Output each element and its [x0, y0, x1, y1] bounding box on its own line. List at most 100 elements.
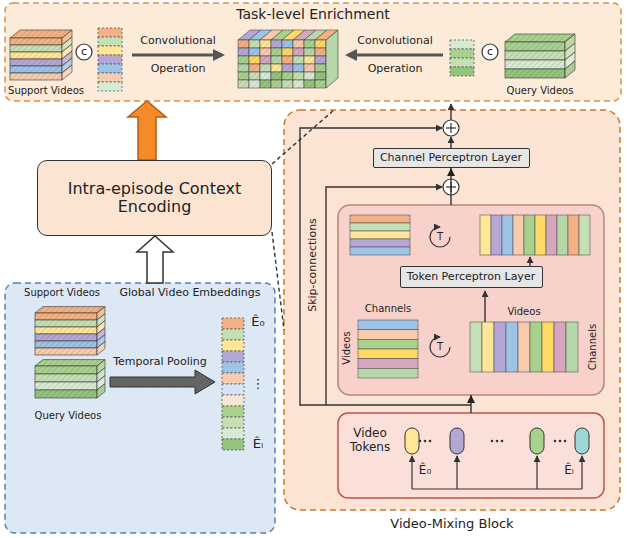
video-stack: [10, 66, 62, 73]
text-holder: Support Videos: [8, 85, 84, 97]
text-holder: Videos: [341, 318, 353, 378]
video-stack: [35, 360, 105, 366]
video-stack: [62, 65, 72, 80]
video-stack: [505, 51, 565, 60]
video-stack: [505, 69, 565, 78]
enriched-cube: [326, 30, 338, 88]
feature-matrix: [566, 322, 578, 372]
feature-matrix: [530, 322, 542, 372]
token-link: [412, 488, 582, 489]
text-holder: Channels: [353, 303, 423, 315]
text-holder: Ê₀: [251, 315, 264, 330]
video-stack: [35, 320, 97, 327]
pooling-arrow: [110, 370, 215, 394]
node-label: Video-Mixing Block: [352, 517, 552, 532]
feature-matrix: [350, 247, 410, 255]
feature-matrix: [491, 215, 502, 255]
text-holder: Query Videos: [35, 410, 102, 422]
text-holder: Operation: [151, 63, 206, 76]
embedding-column: [222, 406, 244, 417]
node-label: Channels: [353, 303, 423, 315]
text-holder: Ê₀: [410, 464, 440, 478]
video-stack: [35, 348, 97, 355]
text-holder: Operation: [368, 63, 423, 76]
feature-matrix: [513, 215, 524, 255]
feature-matrix: [350, 239, 410, 247]
video-stack: [505, 34, 575, 42]
video-stack: [35, 327, 97, 334]
annotation-label: ⋮: [252, 377, 265, 392]
flow-line: [484, 291, 485, 322]
video-stack: [35, 320, 97, 327]
video-stack: [10, 73, 62, 80]
video-stack: [35, 348, 97, 355]
node-label: Global Video Embeddings: [110, 287, 270, 300]
token-link: [411, 456, 412, 489]
ellipsis-dots: [559, 440, 562, 443]
embedding-column: [98, 73, 122, 82]
ellipsis-dots: [424, 440, 427, 443]
node-label: Task-level Enrichment: [183, 6, 443, 22]
feature-matrix: [568, 215, 579, 255]
feature-matrix: [350, 231, 410, 239]
text-holder: Êₗ: [554, 464, 584, 478]
zoom-line: [272, 232, 284, 330]
token-link: [581, 456, 582, 489]
embedding-column: [222, 384, 244, 395]
annotation-label: Support Videos: [24, 287, 100, 299]
token-mixing-box: ChannelsVideosVideosChannelsToken Percep…: [338, 205, 604, 395]
video-stack: [505, 60, 565, 69]
concat-symbol: [76, 44, 92, 60]
video-stack: [97, 384, 105, 398]
ellipsis-dots: [419, 440, 422, 443]
text-holder: Videos: [494, 306, 554, 318]
flow-line: [450, 137, 451, 148]
video-stack: [35, 382, 97, 390]
feature-matrix: [518, 322, 530, 372]
perceptron-layer: Token Perceptron Layer: [400, 266, 543, 288]
annotation-label: Convolutional: [140, 35, 216, 48]
video-stack: [10, 59, 62, 66]
text-holder: T: [437, 231, 443, 243]
node-label: Videos: [341, 318, 353, 378]
annotation-label: c: [81, 46, 87, 59]
text-holder: Support Videos: [24, 287, 100, 299]
feature-matrix: [470, 322, 482, 372]
text-holder: Task-level Enrichment: [183, 6, 443, 22]
video-tokens-box-outline: [338, 413, 604, 498]
embedding-column: [450, 49, 474, 58]
node-label: Videos: [494, 306, 554, 318]
node-label: Channel Perceptron Layer: [380, 152, 522, 165]
video-stack: [35, 341, 97, 348]
embedding-column: [98, 64, 122, 73]
feature-matrix: [494, 322, 506, 372]
video-stack: [35, 313, 97, 320]
video-token: [575, 428, 589, 454]
annotation-label: Temporal Pooling: [113, 356, 207, 369]
text-holder: Query Videos: [507, 85, 574, 97]
ellipsis-dots: [564, 440, 567, 443]
video-stack: [505, 42, 565, 51]
video-stack: [505, 34, 575, 42]
video-stack: [35, 341, 97, 348]
video-stack: [97, 342, 105, 355]
text-holder: Channels: [587, 312, 599, 382]
transpose-symbol: [430, 337, 450, 357]
ellipsis-dots: [501, 440, 504, 443]
feature-matrix: [358, 320, 418, 330]
data-flow-arrow: [470, 395, 471, 413]
video-stack: [35, 327, 97, 334]
annotation-label: Convolutional: [357, 35, 433, 48]
token-mixing-box-outline: [338, 205, 604, 395]
feature-matrix: [480, 215, 491, 255]
video-stack: [10, 52, 62, 59]
video-mixing-panel-outline: [284, 110, 620, 510]
text-holder: Convolutional: [357, 35, 433, 48]
embedding-column: [222, 318, 244, 329]
node-label: Ê₀: [410, 464, 440, 478]
embedding-column: [98, 55, 122, 64]
video-stack: [10, 73, 62, 80]
video-stack: [35, 374, 97, 382]
feature-matrix: [350, 215, 410, 223]
embedding-column: [98, 46, 122, 55]
